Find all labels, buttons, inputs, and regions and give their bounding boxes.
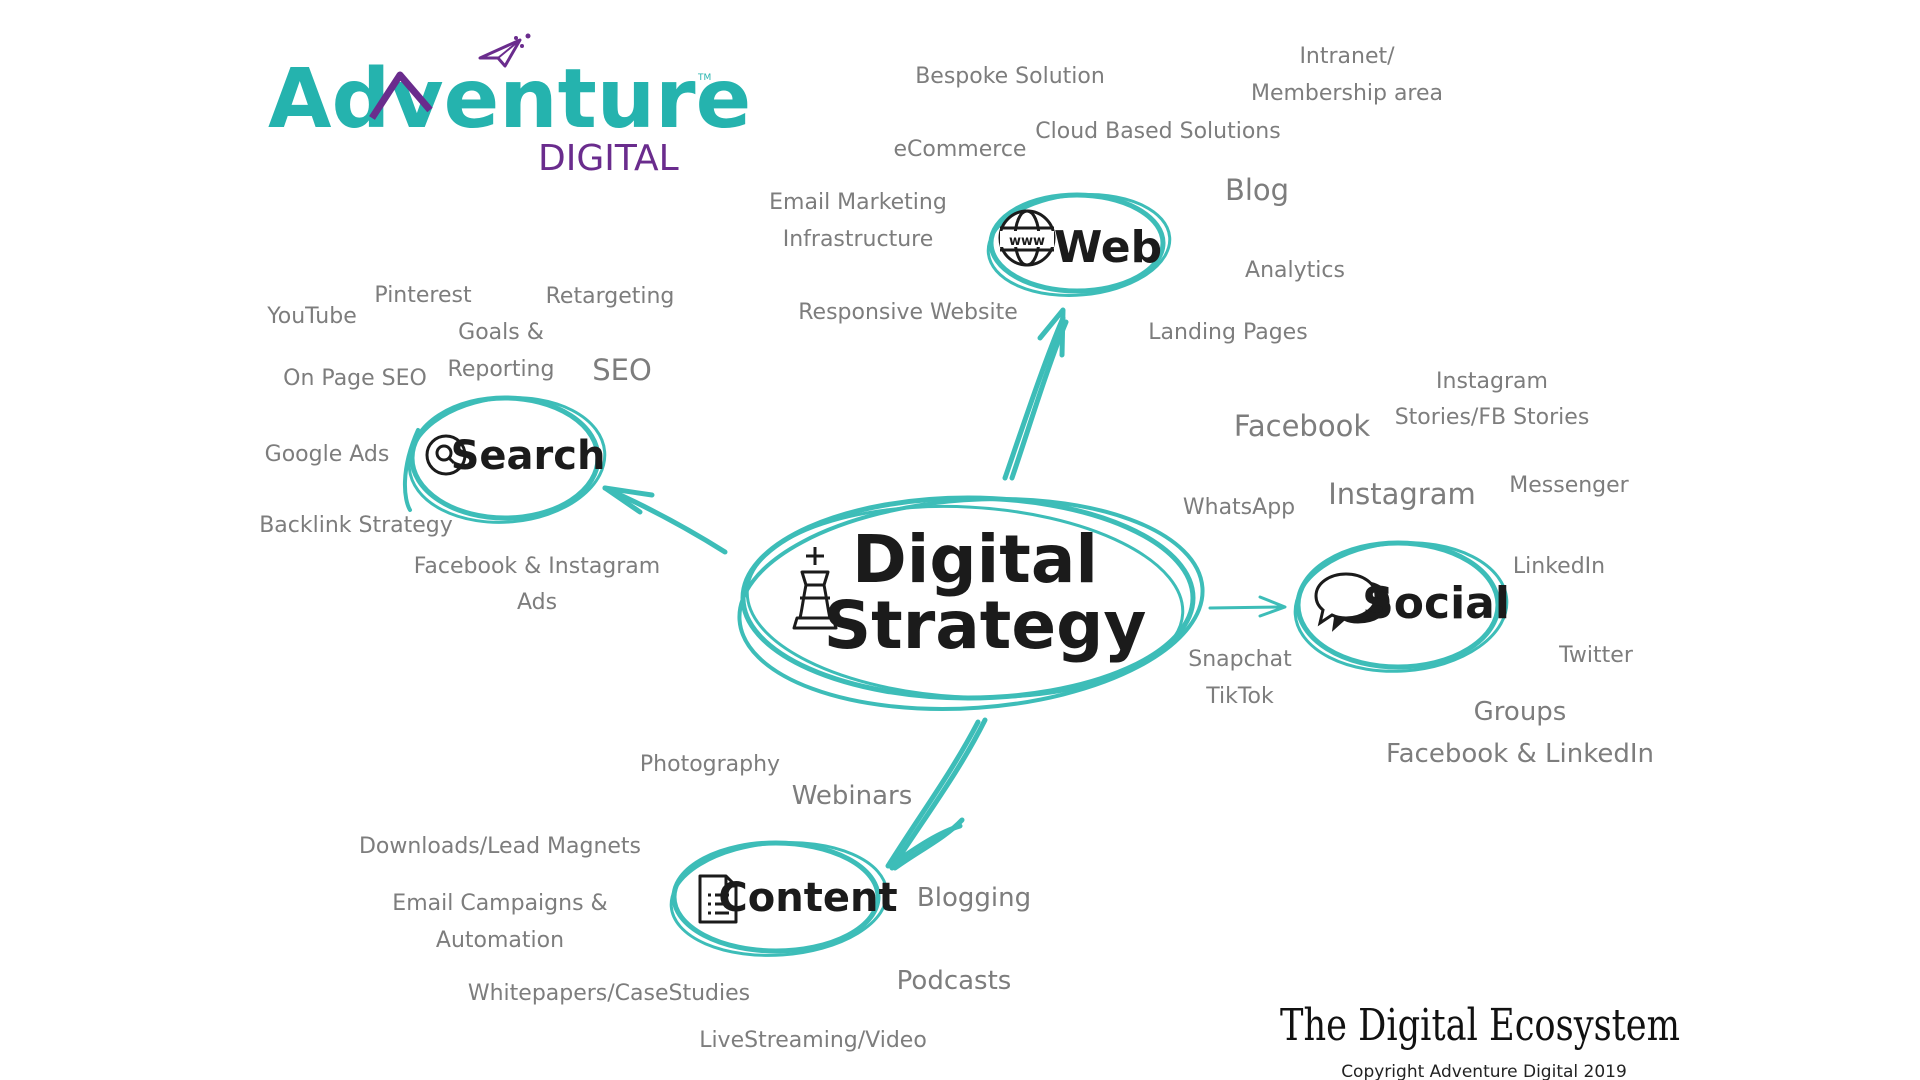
social-item-messenger: Messenger	[1509, 473, 1629, 498]
content-item-photography: Photography	[640, 752, 780, 777]
connector-arrows	[602, 307, 1287, 871]
web-item-ecommerce: eCommerce	[894, 137, 1027, 162]
social-item-stories-line2: Stories/FB Stories	[1395, 405, 1590, 430]
search-item-fbig-line1: Facebook & Instagram	[414, 554, 660, 579]
footer: The Digital Ecosystem Copyright Adventur…	[1280, 1000, 1680, 1080]
web-item-email-line1: Email Marketing	[769, 190, 947, 215]
arrow-to-search	[602, 485, 728, 555]
web-item-cloud: Cloud Based Solutions	[1035, 119, 1280, 144]
svg-text:www: www	[1009, 234, 1045, 249]
search-hub: Search	[403, 395, 607, 524]
central-title-line2: Strategy	[824, 587, 1147, 664]
ecosystem-title: The Digital Ecosystem	[1280, 1000, 1680, 1051]
social-hub: Social	[1293, 540, 1510, 673]
social-item-whatsapp: WhatsApp	[1183, 495, 1295, 520]
content-hub-circle	[669, 840, 889, 957]
globe-www-icon: www	[998, 209, 1056, 267]
arrow-to-content	[885, 717, 988, 871]
speech-bubbles-icon	[1314, 572, 1390, 632]
logo-sub-text: DIGITAL	[538, 138, 679, 179]
search-item-google-ads: Google Ads	[265, 442, 390, 467]
content-item-livestreaming: LiveStreaming/Video	[699, 1028, 927, 1053]
web-item-email-line2: Infrastructure	[783, 227, 934, 252]
web-item-landing: Landing Pages	[1148, 320, 1307, 345]
content-hub-label: Content	[718, 875, 897, 921]
search-item-goals-line2: Reporting	[448, 357, 555, 382]
search-item-youtube: YouTube	[266, 304, 356, 329]
document-icon	[698, 874, 738, 924]
content-item-podcasts: Podcasts	[897, 966, 1012, 996]
web-items: Bespoke Solution Intranet/ Membership ar…	[769, 44, 1443, 345]
social-hub-circle	[1293, 540, 1509, 673]
social-items: Instagram Stories/FB Stories Facebook Wh…	[1183, 369, 1654, 769]
logo-mountain-mark	[369, 71, 433, 120]
search-hub-label: Search	[451, 433, 606, 479]
web-item-intranet-line1: Intranet/	[1299, 44, 1395, 69]
search-hub-circle	[403, 395, 607, 524]
arrow-to-social	[1208, 595, 1287, 618]
search-item-seo: SEO	[592, 353, 652, 387]
content-items: Photography Webinars Downloads/Lead Magn…	[359, 752, 1031, 1053]
content-item-downloads: Downloads/Lead Magnets	[359, 834, 641, 859]
content-item-blogging: Blogging	[917, 883, 1031, 913]
social-item-tiktok: TikTok	[1205, 684, 1274, 709]
search-item-goals-line1: Goals &	[458, 320, 544, 345]
search-item-backlink: Backlink Strategy	[259, 513, 453, 538]
search-items: YouTube Pinterest Retargeting Goals & Re…	[259, 283, 674, 615]
web-item-intranet-line2: Membership area	[1251, 81, 1443, 106]
central-title-line1: Digital	[852, 521, 1098, 598]
social-item-groups-line2: Facebook & LinkedIn	[1386, 739, 1654, 769]
copyright-text: Copyright Adventure Digital 2019	[1341, 1062, 1627, 1080]
social-item-instagram: Instagram	[1328, 477, 1476, 511]
paper-plane-icon	[478, 33, 531, 68]
web-item-bespoke: Bespoke Solution	[915, 64, 1105, 89]
central-ellipse	[737, 495, 1205, 712]
content-item-email-line2: Automation	[436, 928, 564, 953]
search-item-retargeting: Retargeting	[546, 284, 675, 309]
web-hub: www Web	[986, 192, 1172, 297]
web-item-analytics: Analytics	[1245, 258, 1345, 283]
content-item-email-line1: Email Campaigns &	[392, 891, 607, 916]
logo-brand-text: Adventure	[268, 52, 751, 147]
social-item-snapchat: Snapchat	[1188, 647, 1292, 672]
social-item-twitter: Twitter	[1558, 643, 1634, 668]
content-item-webinars: Webinars	[792, 781, 913, 811]
social-item-linkedin: LinkedIn	[1513, 554, 1605, 579]
social-item-facebook: Facebook	[1234, 409, 1370, 443]
logo-trademark: TM	[697, 73, 711, 83]
magnifier-icon	[425, 434, 467, 476]
social-hub-label: Social	[1362, 578, 1510, 629]
web-item-responsive: Responsive Website	[798, 300, 1017, 325]
web-hub-circle	[986, 192, 1172, 297]
web-hub-label: Web	[1054, 222, 1162, 273]
content-hub: Content	[669, 840, 898, 957]
content-item-whitepapers: Whitepapers/CaseStudies	[468, 981, 750, 1006]
search-item-pinterest: Pinterest	[374, 283, 472, 308]
search-item-onpage: On Page SEO	[283, 366, 427, 391]
chess-king-icon	[792, 547, 838, 630]
adventure-digital-logo: Adventure DIGITAL TM	[268, 33, 751, 179]
arrow-to-web	[1002, 307, 1069, 481]
search-item-fbig-line2: Ads	[517, 590, 557, 615]
social-item-groups-line1: Groups	[1474, 697, 1567, 727]
web-item-blog: Blog	[1225, 173, 1289, 207]
social-item-stories-line1: Instagram	[1436, 369, 1548, 394]
central-node: Digital Strategy	[737, 495, 1205, 712]
